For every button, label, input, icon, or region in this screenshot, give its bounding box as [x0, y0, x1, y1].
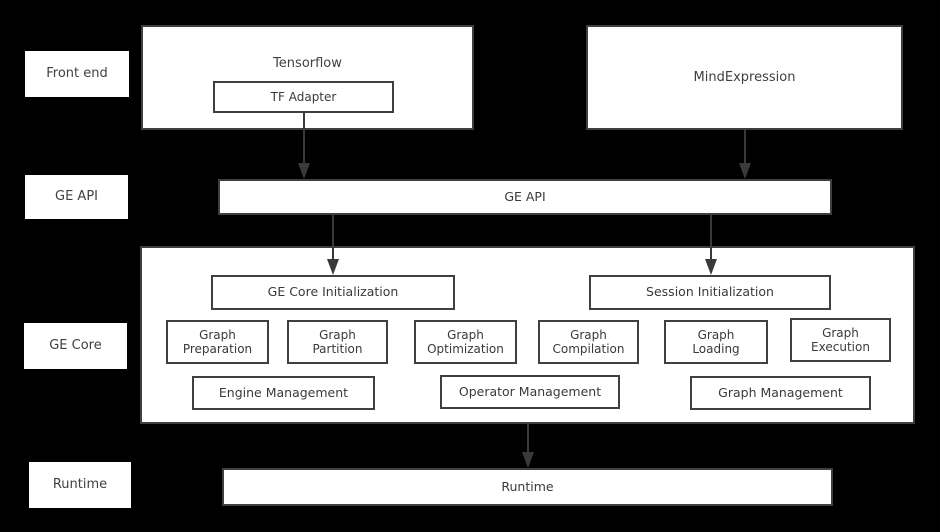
graph-loading-label: Graph Loading	[692, 327, 740, 356]
arrow-ge-api-to-ge-core-initialization	[324, 214, 342, 276]
stage-label-ge-core: GE Core	[24, 323, 127, 369]
tf-adapter-label: TF Adapter	[270, 89, 337, 104]
graph-preparation-label: Graph Preparation	[182, 327, 253, 356]
ge-api-bar-label: GE API	[504, 188, 546, 204]
operator-management-box: Operator Management	[440, 375, 620, 409]
tf-adapter-box: TF Adapter	[213, 81, 394, 113]
session-initialization-box: Session Initialization	[589, 275, 831, 310]
ge-core-initialization-label: GE Core Initialization	[267, 284, 399, 300]
stage-label-ge-api-text: GE API	[55, 189, 98, 205]
arrow-tf-adapter-to-ge-api	[295, 112, 313, 180]
engine-management-label: Engine Management	[218, 384, 349, 400]
stage-label-ge-core-text: GE Core	[49, 338, 102, 354]
arrow-mindexpression-to-ge-api	[736, 130, 754, 180]
arrow-ge-api-to-session-initialization	[702, 214, 720, 276]
graph-loading-box: Graph Loading	[664, 320, 768, 364]
graph-optimization-label: Graph Optimization	[427, 327, 504, 356]
ge-api-bar: GE API	[218, 179, 832, 215]
graph-partition-label: Graph Partition	[312, 327, 363, 356]
runtime-bar: Runtime	[222, 468, 833, 506]
stage-label-ge-api: GE API	[25, 175, 128, 219]
arrow-ge-core-to-runtime	[519, 424, 537, 469]
graph-execution-label: Graph Execution	[811, 325, 870, 354]
operator-management-label: Operator Management	[458, 383, 602, 399]
graph-partition-box: Graph Partition	[287, 320, 388, 364]
runtime-bar-label: Runtime	[501, 478, 554, 494]
mindexpression-title: MindExpression	[693, 69, 796, 85]
graph-optimization-box: Graph Optimization	[414, 320, 517, 364]
stage-label-front-end-text: Front end	[46, 66, 108, 82]
stage-label-runtime-text: Runtime	[52, 477, 108, 493]
graph-execution-box: Graph Execution	[790, 318, 891, 362]
engine-management-box: Engine Management	[192, 376, 375, 410]
graph-preparation-box: Graph Preparation	[166, 320, 269, 364]
graph-management-box: Graph Management	[690, 376, 871, 410]
stage-label-runtime: Runtime	[29, 462, 131, 508]
graph-compilation-label: Graph Compilation	[552, 327, 625, 356]
session-initialization-label: Session Initialization	[646, 284, 774, 300]
graph-compilation-box: Graph Compilation	[538, 320, 639, 364]
mindexpression-framework-box: MindExpression	[586, 25, 903, 130]
stage-label-front-end: Front end	[25, 51, 129, 97]
graph-management-label: Graph Management	[718, 384, 843, 400]
ge-core-initialization-box: GE Core Initialization	[211, 275, 455, 310]
tensorflow-title: Tensorflow	[273, 56, 342, 71]
